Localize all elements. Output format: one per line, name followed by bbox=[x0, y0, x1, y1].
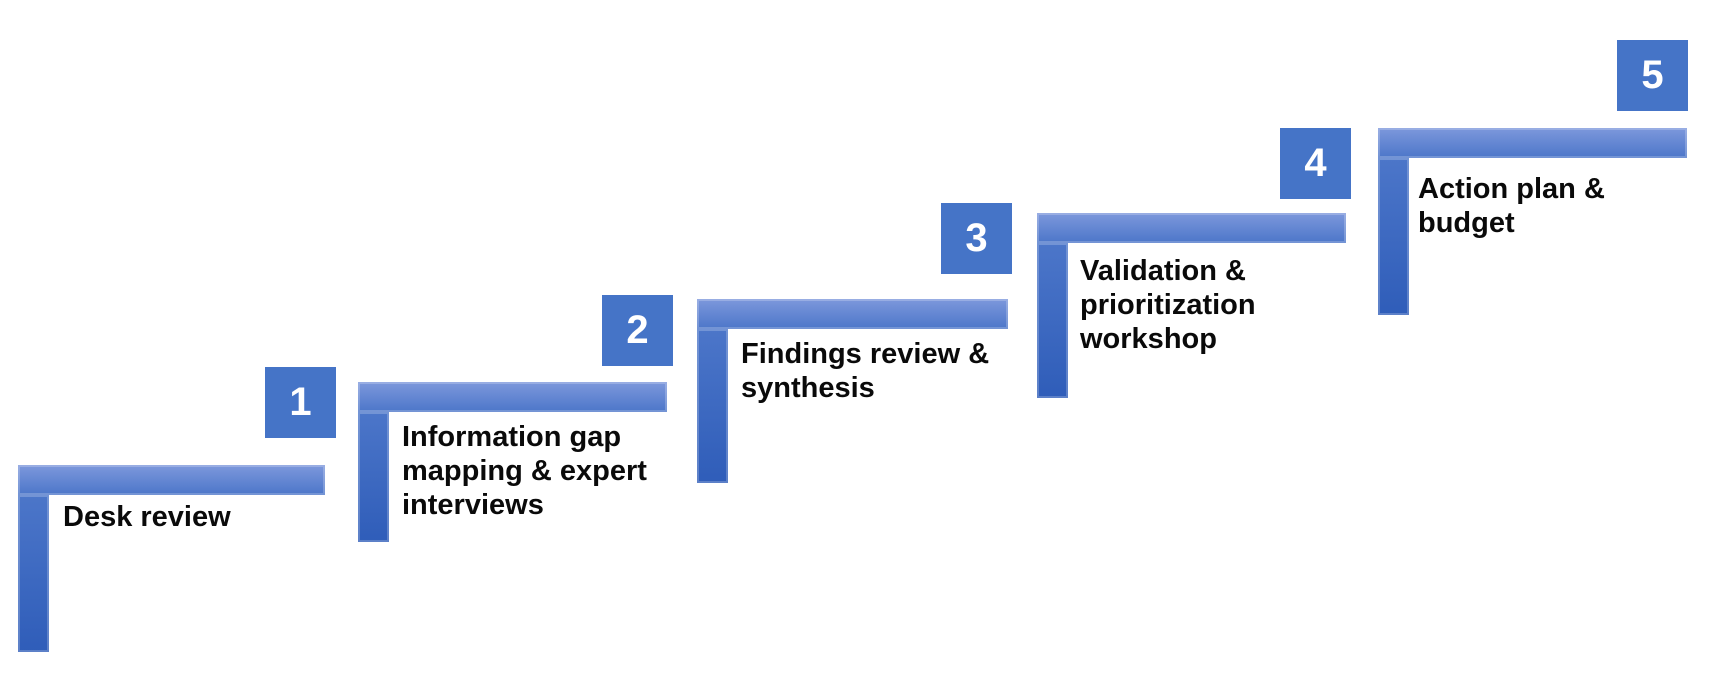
step-label: Action plan & budget bbox=[1418, 173, 1605, 239]
step-bar-vertical bbox=[1037, 243, 1068, 398]
step-bar-horizontal bbox=[697, 299, 1008, 329]
step-bar-horizontal bbox=[1378, 128, 1687, 158]
step-bar-horizontal bbox=[18, 465, 325, 495]
step-bar-horizontal bbox=[1037, 213, 1346, 243]
step-number-badge: 4 bbox=[1280, 128, 1351, 199]
step-label: Desk review bbox=[63, 501, 231, 533]
step-label: Information gap mapping & expert intervi… bbox=[402, 421, 647, 521]
step-bar-horizontal bbox=[358, 382, 667, 412]
step-number-badge: 3 bbox=[941, 203, 1012, 274]
step-bar-vertical bbox=[18, 495, 49, 652]
step-bar-vertical bbox=[1378, 158, 1409, 315]
step-number-badge: 5 bbox=[1617, 40, 1688, 111]
step-bar-vertical bbox=[358, 412, 389, 542]
step-bar-vertical bbox=[697, 329, 728, 483]
step-number-badge: 1 bbox=[265, 367, 336, 438]
step-number-badge: 2 bbox=[602, 295, 673, 366]
step-label: Validation & prioritization workshop bbox=[1080, 255, 1256, 355]
step-label: Findings review & synthesis bbox=[741, 338, 990, 404]
